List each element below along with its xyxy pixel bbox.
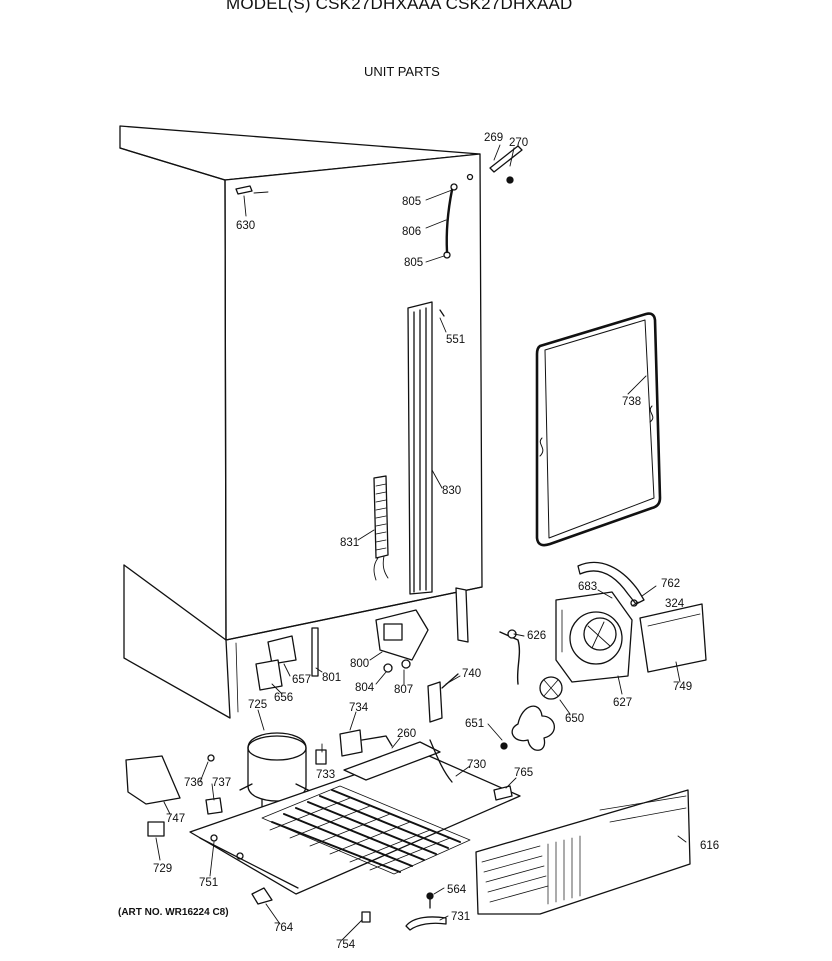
callout-806: 806: [402, 226, 421, 238]
callout-738: 738: [622, 396, 641, 408]
base-pan-751-drawing: [189, 739, 521, 923]
callout-830: 830: [442, 485, 461, 497]
callout-754: 754: [336, 939, 356, 951]
callout-737: 737: [212, 777, 231, 789]
callout-801: 801: [322, 672, 341, 684]
callout-270: 270: [509, 137, 528, 149]
diagram-subtitle: UNIT PARTS: [364, 64, 440, 79]
callout-736: 736: [184, 777, 203, 789]
callout-730: 730: [467, 759, 486, 771]
callout-729: 729: [153, 863, 172, 875]
callout-831: 831: [340, 537, 359, 549]
callout-731: 731: [451, 911, 470, 923]
callout-260: 260: [397, 728, 416, 740]
callout-616: 616: [700, 840, 719, 852]
callout-749: 749: [673, 681, 692, 693]
callout-650: 650: [565, 713, 584, 725]
callout-762: 762: [661, 578, 680, 590]
art-number: (ART NO. WR16224 C8): [118, 907, 229, 918]
callout-805: 805: [404, 257, 423, 269]
callout-733: 733: [316, 769, 335, 781]
leader-lines: [155, 144, 687, 941]
callout-551: 551: [446, 334, 465, 346]
compressor-725-drawing: [125, 732, 313, 837]
callout-804: 804: [355, 682, 375, 694]
callout-747: 747: [166, 813, 185, 825]
callout-626: 626: [527, 630, 546, 642]
callout-651: 651: [465, 718, 484, 730]
callout-683: 683: [578, 581, 597, 593]
callout-764: 764: [274, 922, 294, 934]
callout-751: 751: [199, 877, 218, 889]
callout-800: 800: [350, 658, 369, 670]
callout-labels: 269 270 630 805 806 805 551 738 830 831 …: [153, 132, 719, 951]
fan-housing-627-drawing: [499, 591, 707, 751]
callout-725: 725: [248, 699, 267, 711]
callout-564: 564: [447, 884, 467, 896]
callout-324: 324: [665, 598, 685, 610]
callout-734: 734: [349, 702, 369, 714]
callout-657: 657: [292, 674, 311, 686]
cabinet-drawing: [119, 125, 523, 719]
diagram-title: MODEL(S) CSK27DHXAAA CSK27DHXAAD: [226, 0, 573, 13]
callout-740: 740: [462, 668, 481, 680]
callout-630: 630: [236, 220, 255, 232]
callout-805: 805: [402, 196, 421, 208]
gasket-738-drawing: [535, 312, 662, 547]
callout-627: 627: [613, 697, 632, 709]
water-valve-800-drawing: [255, 609, 459, 765]
callout-807: 807: [394, 684, 413, 696]
callout-269: 269: [484, 132, 503, 144]
callout-656: 656: [274, 692, 293, 704]
callout-765: 765: [514, 767, 533, 779]
grille-616-drawing: [405, 789, 691, 931]
